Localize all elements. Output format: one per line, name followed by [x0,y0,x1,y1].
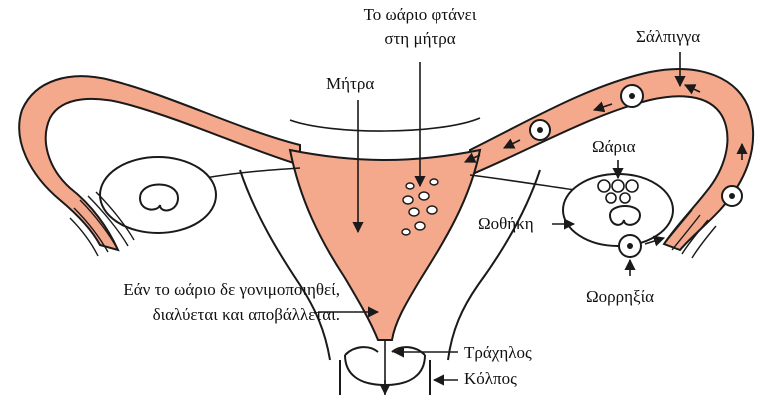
released-ovum-nucleus [627,243,633,249]
label-cervix: Τράχηλος [464,342,532,363]
label-ovum-reaches-uterus-line1: Το ωάριο φτάνει [300,4,540,25]
label-ovum-reaches-uterus-line2: στη μήτρα [300,28,540,49]
left-ovary [100,157,216,233]
right-ligament [470,175,575,190]
label-unfertilized-line1: Εάν το ωάριο δε γονιμοποιηθεί, [10,279,340,300]
label-fallopian-tube: Σάλπιγγα [636,26,700,47]
label-ovulation: Ωορρηξία [586,286,654,307]
label-ovum-reaches-uterus: Το ωάριο φτάνει στη μήτρα [300,4,540,49]
label-vagina: Κόλπος [464,368,517,389]
label-ova: Ωάρια [592,136,636,157]
label-unfertilized: Εάν το ωάριο δε γονιμοποιηθεί, διαλύεται… [10,279,340,325]
uterus-fundus-line [290,118,480,131]
label-uterus: Μήτρα [326,73,374,94]
label-unfertilized-line2: διαλύεται και αποβάλλεται. [10,304,340,325]
label-ovary: Ωοθήκη [478,213,534,234]
left-ligament [205,168,300,178]
